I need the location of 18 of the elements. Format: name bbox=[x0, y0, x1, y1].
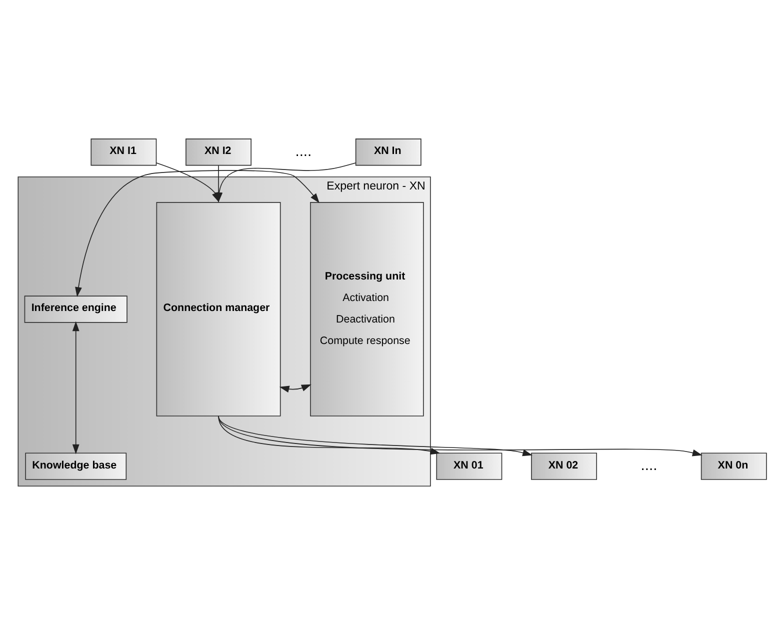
arrow bbox=[218, 415, 702, 456]
arrow bbox=[75, 170, 320, 297]
node-box: XN In bbox=[355, 138, 422, 166]
arrow bbox=[218, 415, 533, 456]
node-box: XN 0n bbox=[700, 452, 767, 480]
node-box: Knowledge base bbox=[25, 452, 127, 480]
arrow bbox=[72, 320, 80, 454]
arrow bbox=[218, 415, 440, 454]
label: .... bbox=[295, 143, 312, 160]
node-box: XN 02 bbox=[531, 452, 597, 480]
label: .... bbox=[640, 457, 658, 474]
node-box: XN I1 bbox=[90, 138, 157, 166]
arrow bbox=[279, 384, 312, 392]
node-box: Processing unit Activation Deactivation Compute response bbox=[310, 202, 424, 416]
node-box: XN 01 bbox=[436, 452, 502, 480]
node-box: Inference engine bbox=[24, 295, 128, 322]
node-box: XN I2 bbox=[186, 138, 252, 166]
node-box: Connection manager bbox=[156, 202, 281, 416]
